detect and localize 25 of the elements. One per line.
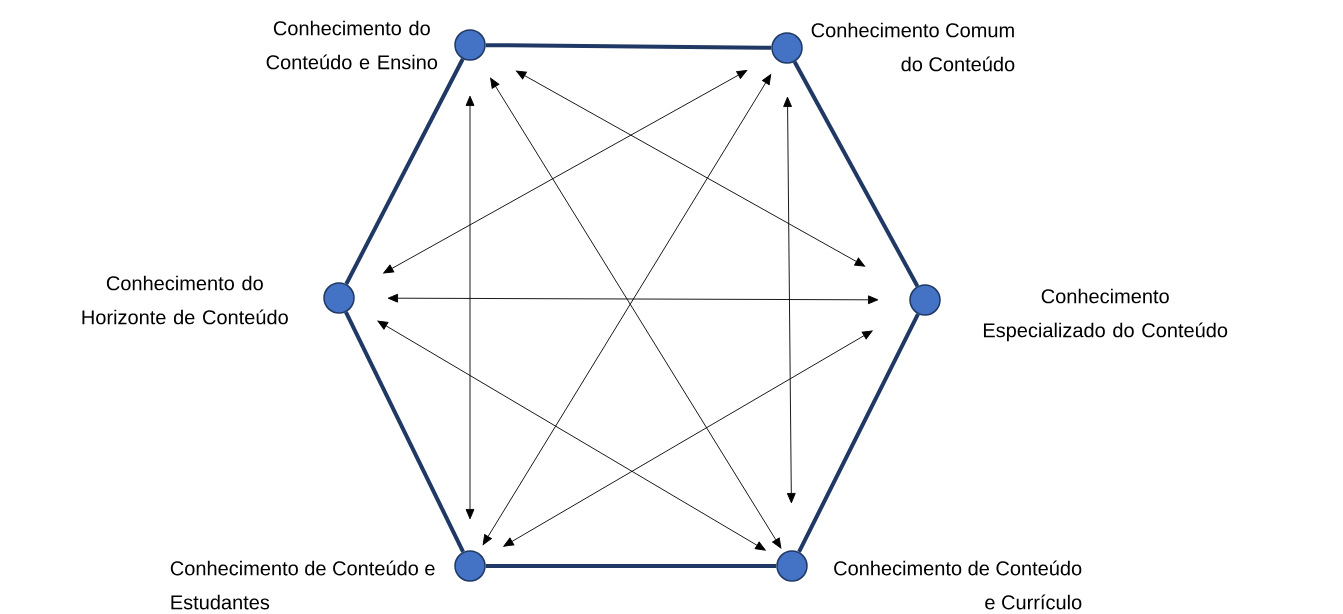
double-arrow xyxy=(783,96,796,504)
node-circle xyxy=(454,29,486,61)
node-label: Conhecimento Comum do Conteúdo xyxy=(811,22,1015,72)
double-arrow xyxy=(383,70,748,274)
node-label: Conhecimento de Conteúdo e Currículo xyxy=(834,560,1082,610)
hexagon-side xyxy=(797,313,920,553)
node-label: Conhecimento do Conteúdo e Ensino xyxy=(266,20,438,70)
node-circle xyxy=(323,282,355,314)
hexagon-side xyxy=(485,43,772,50)
hexagon-side xyxy=(344,58,465,285)
node-label: Conhecimento de Conteúdo e Estudantes xyxy=(170,560,435,610)
node-circle xyxy=(454,550,486,582)
double-arrow xyxy=(515,70,866,267)
double-arrow xyxy=(377,320,766,551)
node-circle xyxy=(909,284,941,316)
node-circle xyxy=(771,32,803,64)
double-arrow xyxy=(465,95,475,520)
hexagon-side xyxy=(792,60,920,288)
double-arrow xyxy=(387,293,879,305)
node-label: Conhecimento Especializado do Conteúdo xyxy=(984,288,1228,342)
double-arrow xyxy=(503,330,873,547)
node-circle xyxy=(776,550,808,582)
hexagon-side xyxy=(485,564,777,568)
node-label: Conhecimento do Horizonte de Conteúdo xyxy=(82,275,288,325)
hexagon-side xyxy=(344,311,465,553)
